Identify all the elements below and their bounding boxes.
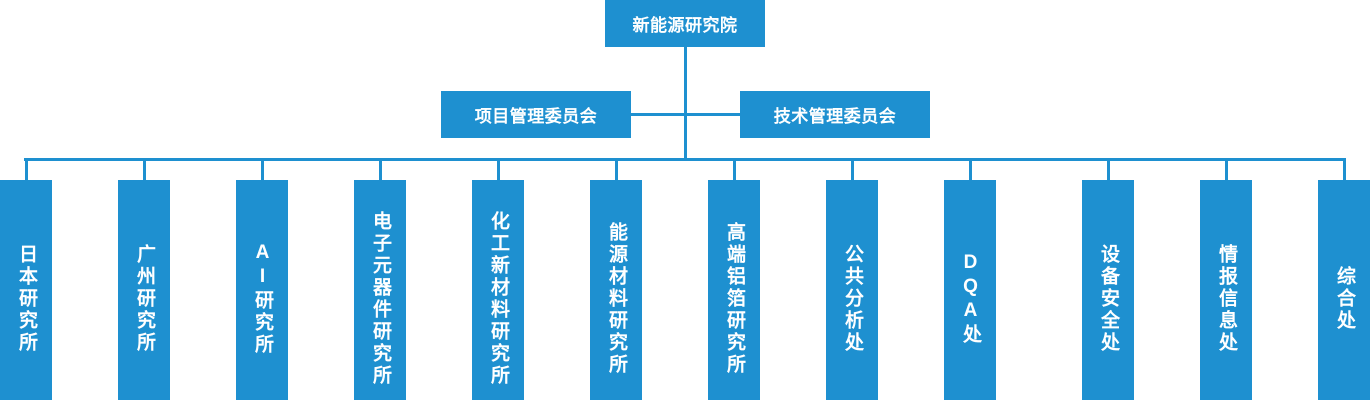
connector-department-stem <box>497 158 500 181</box>
node-department-label: 设备安全处 <box>1098 244 1119 354</box>
connector-committee-right <box>684 113 742 116</box>
node-department[interactable]: AI研究所 <box>236 180 288 400</box>
connector-department-stem <box>851 158 854 181</box>
connector-department-stem <box>1225 158 1228 181</box>
connector-department-stem <box>1107 158 1110 181</box>
node-committee-technical-management[interactable]: 技术管理委员会 <box>740 91 930 138</box>
node-department[interactable]: 能源材料研究所 <box>590 180 642 400</box>
node-department-label: 广州研究所 <box>134 244 155 354</box>
node-department-label: 高端铝箔研究所 <box>724 222 745 376</box>
node-root[interactable]: 新能源研究院 <box>605 0 765 47</box>
connector-department-stem <box>143 158 146 181</box>
node-department-label: 情报信息处 <box>1216 244 1237 354</box>
node-department[interactable]: 设备安全处 <box>1082 180 1134 400</box>
connector-committee-left <box>630 113 686 116</box>
node-department-label: 电子元器件研究所 <box>370 211 391 387</box>
connector-department-stem <box>615 158 618 181</box>
node-department[interactable]: 高端铝箔研究所 <box>708 180 760 400</box>
node-root-label: 新能源研究院 <box>632 16 738 35</box>
node-department[interactable]: 情报信息处 <box>1200 180 1252 400</box>
connector-department-stem <box>733 158 736 181</box>
connector-department-stem <box>261 158 264 181</box>
connector-department-stem <box>25 158 28 181</box>
connector-department-stem <box>1343 158 1346 181</box>
node-department-label: 能源材料研究所 <box>606 222 627 376</box>
node-department[interactable]: 综合处 <box>1318 180 1370 400</box>
node-department[interactable]: 电子元器件研究所 <box>354 180 406 400</box>
node-department-label: DQA处 <box>960 252 981 346</box>
connector-root-stem <box>684 47 687 160</box>
node-department-label: 日本研究所 <box>16 244 37 354</box>
node-department[interactable]: 公共分析处 <box>826 180 878 400</box>
node-committee-right-label: 技术管理委员会 <box>773 107 897 126</box>
node-committee-project-management[interactable]: 项目管理委员会 <box>441 91 631 138</box>
node-department[interactable]: 日本研究所 <box>0 180 52 400</box>
node-department[interactable]: 广州研究所 <box>118 180 170 400</box>
node-department[interactable]: 化工新材料研究所 <box>472 180 524 400</box>
connector-department-stem <box>969 158 972 181</box>
node-department-label: AI研究所 <box>252 242 273 356</box>
node-department-label: 化工新材料研究所 <box>488 211 509 387</box>
node-department-label: 公共分析处 <box>842 244 863 354</box>
node-department-label: 综合处 <box>1334 266 1355 332</box>
connector-department-stem <box>379 158 382 181</box>
connector-horizontal-bus <box>24 158 1346 161</box>
node-department[interactable]: DQA处 <box>944 180 996 400</box>
node-committee-left-label: 项目管理委员会 <box>474 107 598 126</box>
